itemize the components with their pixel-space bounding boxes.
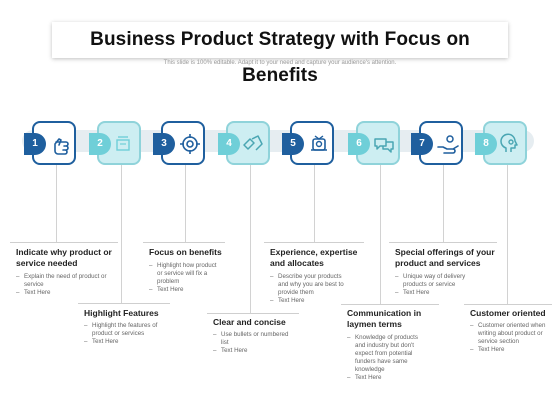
step-rail [22, 130, 534, 152]
card-2: Highlight Features Highlight the feature… [78, 303, 170, 359]
card-line: Highlight the features of product or ser… [84, 322, 168, 338]
page-title: Business Product Strategy with Focus on … [90, 29, 470, 86]
card-title: Experience, expertise and allocates [270, 247, 358, 268]
card-6: Communication in laymen terms Knowledge … [341, 304, 439, 394]
card-title: Focus on benefits [149, 247, 222, 257]
hands-exchange-icon [243, 135, 263, 151]
card-title: Indicate why product or service needed [16, 247, 112, 268]
card-1: Indicate why product or service needed E… [10, 242, 118, 302]
card-divider [341, 304, 439, 305]
step-number-6: 6 [348, 133, 370, 155]
card-line: Customer oriented when writing about pro… [470, 322, 550, 346]
card-5: Experience, expertise and allocates Desc… [264, 242, 364, 305]
card-line: Highlight how product or service will fi… [149, 262, 221, 286]
card-line: Text Here [270, 297, 352, 305]
document-stack-icon [116, 136, 130, 151]
card-body: Customer oriented when writing about pro… [470, 322, 550, 354]
card-divider [464, 304, 552, 305]
connector-7 [443, 165, 444, 243]
card-title: Customer oriented [470, 308, 546, 318]
card-body: Highlight the features of product or ser… [84, 322, 168, 346]
connector-4 [250, 165, 251, 315]
page-subtitle: This slide is 100% editable. Adapt it to… [163, 60, 397, 66]
card-line: Text Here [16, 289, 112, 297]
card-4: Clear and concise Use bullets or numbere… [207, 313, 299, 365]
card-title: Highlight Features [84, 308, 159, 318]
card-line: Knowledge of products and industry but d… [347, 334, 429, 374]
card-body: Knowledge of products and industry but d… [347, 334, 429, 382]
card-divider [10, 242, 118, 243]
card-divider [78, 303, 170, 304]
title-box: Business Product Strategy with Focus on … [52, 22, 508, 86]
card-line: Text Here [213, 347, 293, 355]
card-7: Special offerings of your product and se… [389, 242, 497, 304]
card-body: Use bullets or numbered list Text Here [213, 331, 293, 355]
step-number-5: 5 [282, 133, 304, 155]
card-line: Text Here [84, 338, 168, 346]
card-body: Describe your products and why you are b… [270, 273, 352, 305]
card-title: Communication in laymen terms [347, 308, 422, 329]
card-line: Text Here [470, 346, 550, 354]
card-divider [207, 313, 299, 314]
card-line: Text Here [149, 286, 221, 294]
connector-8 [507, 165, 508, 305]
connector-3 [185, 165, 186, 243]
step-number-1: 1 [24, 133, 46, 155]
card-body: Highlight how product or service will fi… [149, 262, 221, 294]
connector-5 [314, 165, 315, 243]
card-3: Focus on benefits Highlight how product … [143, 242, 225, 302]
step-number-2: 2 [89, 133, 111, 155]
head-gear-icon [500, 133, 518, 152]
target-icon [180, 134, 200, 154]
card-line: Explain the need of product or service [16, 273, 112, 289]
card-divider [389, 242, 497, 243]
card-divider [143, 242, 225, 243]
card-line: Use bullets or numbered list [213, 331, 293, 347]
connector-6 [380, 165, 381, 305]
card-body: Explain the need of product or service T… [16, 273, 112, 297]
card-line: Describe your products and why you are b… [270, 273, 352, 297]
card-line: Text Here [395, 289, 475, 297]
card-line: Text Here [347, 374, 429, 382]
step-number-4: 4 [218, 133, 240, 155]
card-8: Customer oriented Customer oriented when… [464, 304, 554, 364]
connector-1 [56, 165, 57, 243]
pointing-hand-icon [54, 138, 69, 155]
chat-bubbles-icon [374, 138, 394, 153]
hand-coin-icon [437, 135, 459, 154]
step-number-8: 8 [475, 133, 497, 155]
card-title: Special offerings of your product and se… [395, 247, 495, 268]
step-number-7: 7 [411, 133, 433, 155]
card-line: Unique way of delivery products or servi… [395, 273, 475, 289]
shield-badge-icon [311, 135, 327, 151]
card-body: Unique way of delivery products or servi… [395, 273, 475, 297]
connector-2 [121, 165, 122, 305]
card-title: Clear and concise [213, 317, 286, 327]
step-number-3: 3 [153, 133, 175, 155]
card-divider [264, 242, 364, 243]
